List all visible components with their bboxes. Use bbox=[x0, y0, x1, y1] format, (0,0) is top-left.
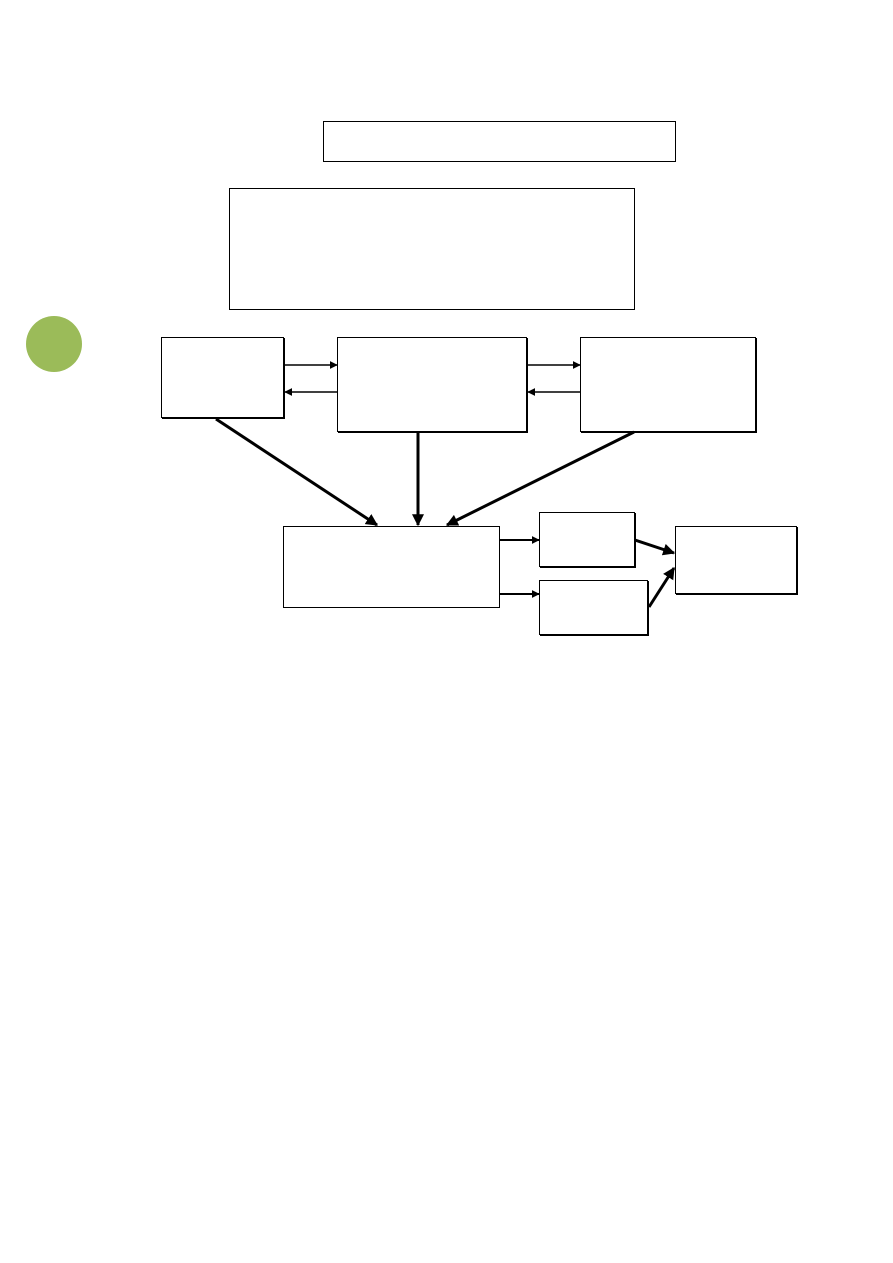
arrow-left-to-result bbox=[215, 417, 379, 527]
arrow-small-bottom-to-final bbox=[647, 566, 676, 608]
arrow-right-to-result bbox=[445, 430, 635, 527]
description-box bbox=[229, 188, 635, 310]
right-box bbox=[580, 337, 756, 432]
title-box bbox=[323, 121, 676, 162]
final-box bbox=[675, 526, 797, 594]
center-box bbox=[337, 337, 527, 432]
arrow-small-top-to-final bbox=[634, 538, 676, 556]
small-box-bottom bbox=[539, 580, 648, 635]
section-marker-circle bbox=[26, 316, 82, 372]
small-box-top bbox=[539, 512, 635, 567]
result-box bbox=[283, 526, 500, 608]
left-box bbox=[161, 337, 284, 418]
